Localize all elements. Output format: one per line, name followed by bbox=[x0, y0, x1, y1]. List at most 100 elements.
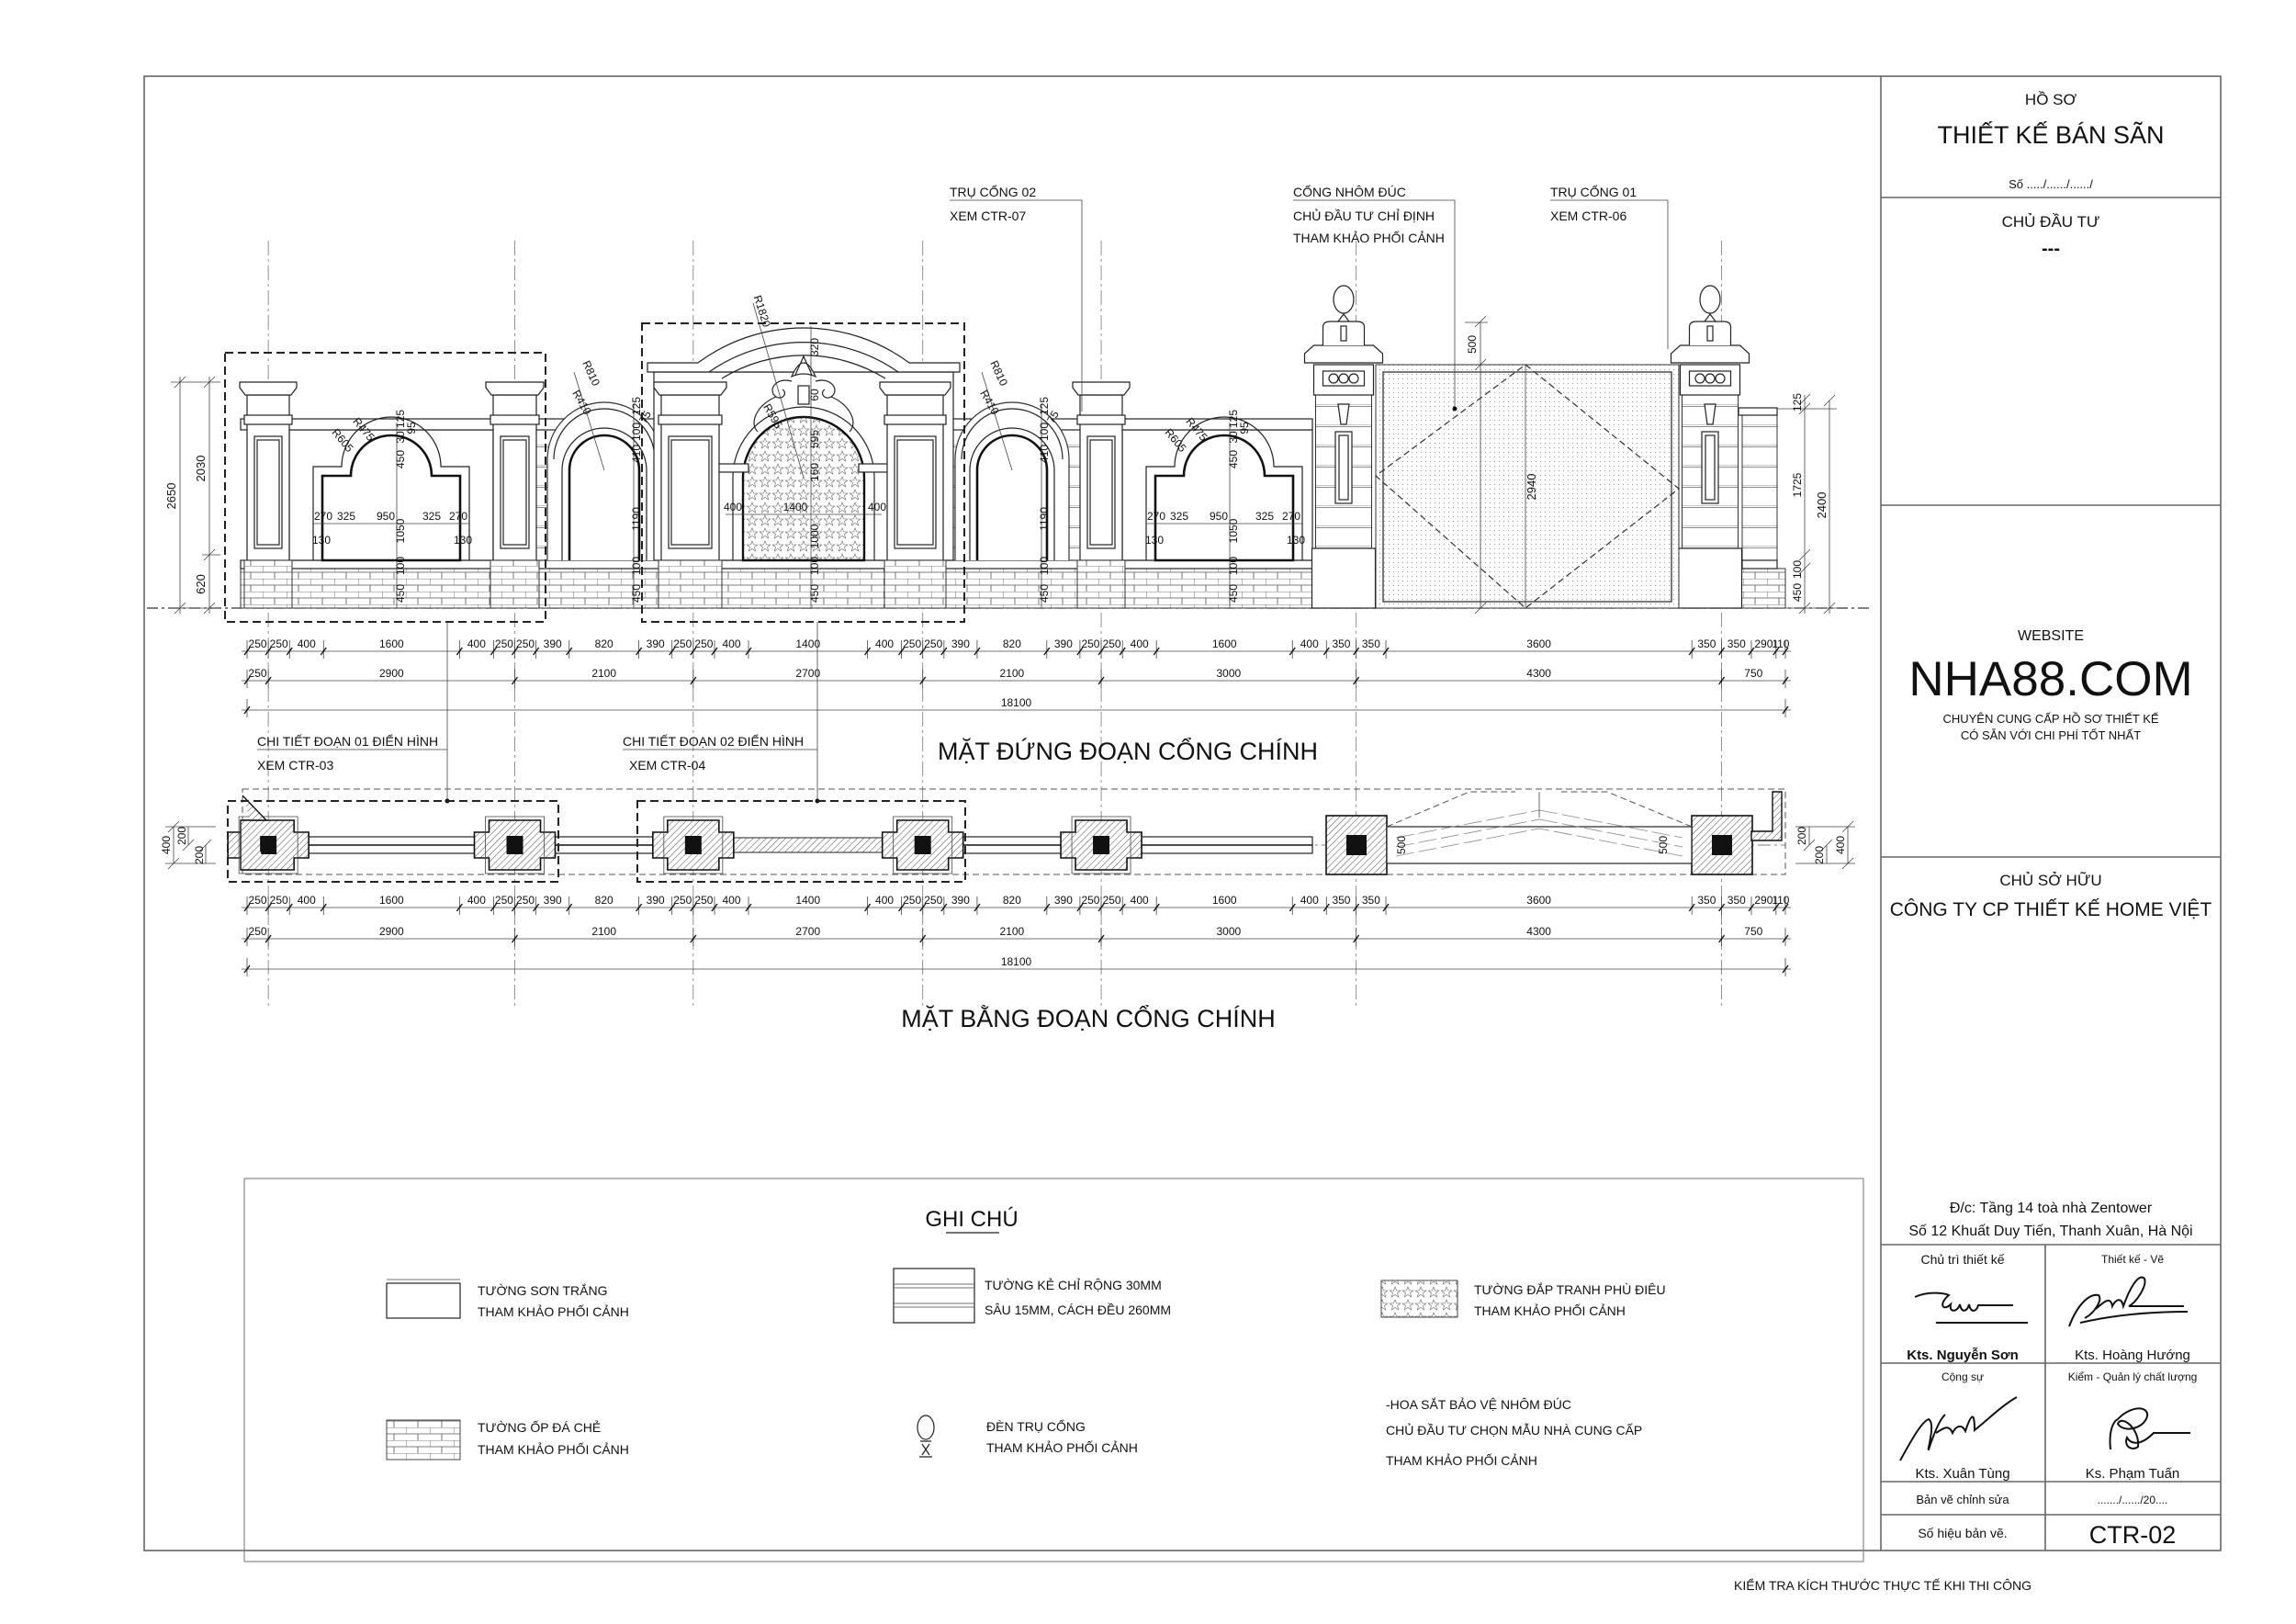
pillar-collar bbox=[1076, 414, 1126, 425]
dim-panel-base: 450 bbox=[394, 584, 407, 603]
plan-dim-detail-tick bbox=[1043, 903, 1051, 912]
plan-right-dimensions: 200 200 400 bbox=[1795, 820, 1855, 870]
elevation-dim-segment-label: 2700 bbox=[795, 667, 820, 680]
gate-pillar-cornice bbox=[1303, 344, 1384, 364]
owner-label: CHỦ SỞ HỮU bbox=[1999, 872, 2101, 889]
plan-dim-detail-tick bbox=[456, 903, 463, 912]
panel-frame bbox=[312, 416, 470, 560]
plan-dim-detail-tick bbox=[1097, 903, 1105, 912]
notes-legend: GHI CHÚ TƯỜNG SƠN TRẮNG THAM KHẢO PHỐI C… bbox=[243, 1178, 1864, 1562]
elevation-dim-detail-label: 250 bbox=[673, 637, 692, 650]
elevation-dim-detail-tick bbox=[1773, 647, 1780, 656]
dim-panel-cap: 125 bbox=[394, 410, 407, 428]
elevation-dim-detail-label: 390 bbox=[544, 637, 562, 650]
dim-total-height: 2650 bbox=[164, 483, 178, 510]
pillar-collar bbox=[884, 414, 947, 425]
address-line-1: Đ/c: Tầng 14 toà nhà Zentower bbox=[1950, 1201, 2153, 1216]
plan-dim-detail-tick bbox=[636, 903, 643, 912]
plan-dim-detail-tick bbox=[320, 903, 327, 912]
legend-label: -HOA SẮT BẢO VỆ NHÔM ĐÚC bbox=[1386, 1396, 1571, 1412]
wall-lamp-bracket bbox=[1337, 403, 1350, 425]
plan-dim-segment-label: 2100 bbox=[591, 925, 616, 938]
gate-panel bbox=[1375, 364, 1680, 609]
notes-box bbox=[243, 1178, 1864, 1562]
callout-reference: XEM CTR-06 bbox=[1550, 209, 1626, 223]
elevation-dim-detail-tick bbox=[1718, 647, 1726, 656]
elevation-dim-detail-label: 250 bbox=[903, 637, 921, 650]
revision-date: ......./....../20.... bbox=[2098, 1494, 2168, 1506]
dim-panel-band: 100 bbox=[1227, 557, 1240, 575]
plan-dim-detail-tick bbox=[1076, 903, 1084, 912]
plan-dim-detail-tick bbox=[863, 903, 872, 912]
plan-dim-detail-tick bbox=[974, 903, 981, 912]
elevation-dim-segment-tick bbox=[690, 676, 697, 685]
elevation-dim-detail-tick bbox=[1782, 647, 1789, 656]
wall-lamp-bracket bbox=[1704, 403, 1716, 425]
plan-dim-detail-tick bbox=[286, 903, 293, 912]
dim-plan-half-a: 200 bbox=[1795, 827, 1808, 845]
gate-pillar-crown-slot bbox=[1340, 325, 1347, 342]
arch-moulding-line bbox=[553, 408, 656, 460]
plan-dim-total-tick bbox=[243, 964, 251, 974]
elevation-dim-segment-label: 2100 bbox=[591, 667, 616, 680]
plan-dim-detail-label: 250 bbox=[495, 894, 513, 907]
elevation-dim-segment-label: 250 bbox=[249, 667, 267, 680]
panel-opening bbox=[1154, 434, 1295, 562]
plinth-band bbox=[1741, 559, 1778, 570]
plan-dim-detail-label: 350 bbox=[1362, 894, 1380, 907]
callout-gate-pillar-02: TRỤ CỔNG 02 XEM CTR-07 bbox=[950, 184, 1083, 412]
plan-dim-segment-label: 250 bbox=[249, 925, 267, 938]
elevation-dim-detail-tick bbox=[711, 647, 718, 656]
callout-reference: XEM CTR-07 bbox=[950, 209, 1026, 223]
elevation-dim-detail-tick bbox=[1097, 647, 1105, 656]
gate-pillar-base bbox=[1311, 547, 1377, 609]
plan-dim-segment-tick bbox=[690, 934, 697, 943]
sheet-number-label: Số hiệu bản vẽ. bbox=[1918, 1526, 2007, 1540]
plan-dim-segment-tick bbox=[264, 934, 272, 943]
elevation-dim-detail-tick bbox=[669, 647, 676, 656]
plan-dim-segment-tick bbox=[511, 934, 519, 943]
dim-gate-leaf-left: 500 bbox=[1395, 836, 1408, 854]
gate-dimensions: 500 2940 bbox=[1465, 315, 1538, 615]
elevation-dim-detail-label: 290 bbox=[1754, 637, 1773, 650]
name-collaborator: Kts. Xuân Tùng bbox=[1915, 1466, 2009, 1482]
plan-detail-box-02 bbox=[636, 800, 966, 883]
sheet-border bbox=[143, 75, 2222, 1551]
dim-arch-base: 450 bbox=[1038, 584, 1051, 603]
sheet-number: CTR-02 bbox=[2089, 1521, 2177, 1549]
plan-portal-wall bbox=[718, 837, 888, 853]
arch-surround bbox=[969, 427, 1055, 560]
plan-dim-detail-tick bbox=[490, 903, 497, 912]
legend-sublabel: SÂU 15MM, CÁCH ĐỀU 260MM bbox=[985, 1303, 1171, 1317]
plan-dim-segment-label: 750 bbox=[1744, 925, 1762, 938]
pillar-lamp-icon bbox=[917, 1415, 935, 1458]
elevation-dim-detail-label: 400 bbox=[1300, 637, 1319, 650]
elevation-dim-detail-label: 820 bbox=[1003, 637, 1021, 650]
relief-wall-swatch-icon bbox=[1380, 1280, 1458, 1318]
plan-dim-detail-tick bbox=[566, 903, 573, 912]
plan-dim-detail-label: 390 bbox=[647, 894, 665, 907]
elevation-dim-detail-tick bbox=[243, 647, 251, 656]
dim-arch-moulding: 100 bbox=[1038, 423, 1051, 441]
elevation-dim-detail-label: 250 bbox=[694, 637, 713, 650]
lamp-stem bbox=[1704, 313, 1716, 322]
wall-end bbox=[1741, 414, 1778, 561]
plan-pillar-core bbox=[914, 836, 931, 854]
callout-title: TRỤ CỔNG 02 bbox=[950, 184, 1036, 199]
elevation-dim-total-tick bbox=[243, 705, 251, 715]
legend-label: TƯỜNG ỐP ĐÁ CHẺ bbox=[478, 1419, 601, 1435]
dim-arch-radius-outer: R810 bbox=[987, 358, 1010, 388]
pillar-base bbox=[884, 559, 947, 609]
pillar-base bbox=[243, 559, 293, 609]
plan-dim-detail-label: 390 bbox=[1054, 894, 1073, 907]
elevation-left-dimensions: 2650 2030 620 bbox=[164, 376, 220, 615]
dim-panel-side-left: 270 bbox=[1147, 510, 1165, 523]
dim-portal-impost: 160 bbox=[808, 463, 821, 481]
plan-dim-detail-label: 350 bbox=[1728, 894, 1746, 907]
dim-arch-band: 75 bbox=[1044, 408, 1062, 425]
portal-relief-opening bbox=[741, 415, 866, 562]
footer-note: KIỂM TRA KÍCH THƯỚC THỰC TẾ KHI THI CÔNG bbox=[1734, 1577, 2032, 1593]
panel-frame bbox=[1145, 416, 1303, 560]
legend-item-relief-wall: TƯỜNG ĐẮP TRANH PHÙ ĐIÊU THAM KHẢO PHỐI … bbox=[1380, 1280, 1666, 1318]
legend-sublabel: CHỦ ĐẦU TƯ CHỌN MẪU NHÀ CUNG CẤP bbox=[1386, 1422, 1642, 1438]
